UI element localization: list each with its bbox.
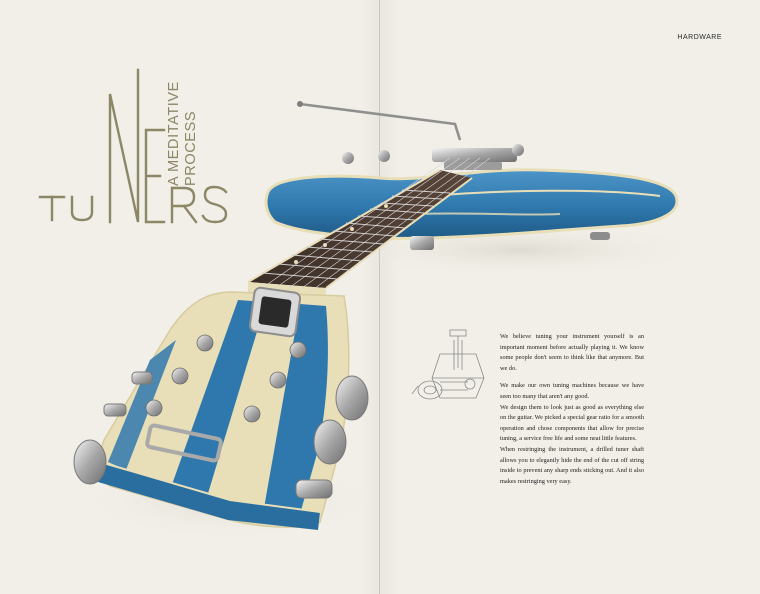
feature-title: A MEDITATIVE PROCESS — [0, 0, 380, 260]
body-paragraph-1: We believe tuning your instrument yourse… — [500, 333, 644, 372]
feature-subtitle: A MEDITATIVE PROCESS — [166, 56, 200, 186]
body-paragraph-3: We design them to look just as good as e… — [500, 403, 644, 443]
spine-fold — [379, 0, 380, 594]
body-paragraph-4: When restringing the instrument, a drill… — [500, 445, 644, 485]
section-label: HARDWARE — [677, 34, 722, 41]
article-body: We believe tuning your instrument yourse… — [500, 332, 644, 494]
subtitle-line-1: A MEDITATIVE — [166, 81, 182, 186]
subtitle-line-2: PROCESS — [183, 110, 199, 186]
body-paragraph-2: We make our own tuning machines because … — [500, 382, 644, 400]
tuner-sketch-illustration — [411, 329, 485, 400]
title-letterforms — [38, 68, 228, 224]
